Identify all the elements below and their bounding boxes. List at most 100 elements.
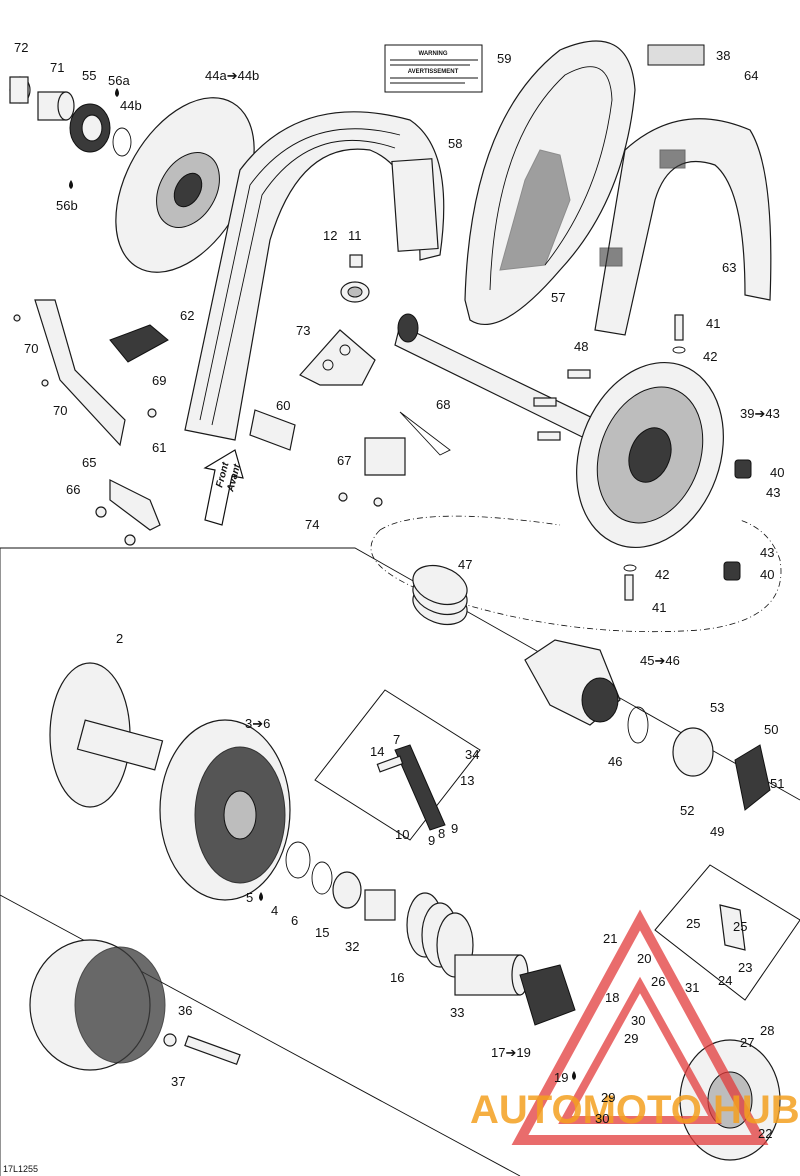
label-24: 24	[718, 973, 732, 988]
assembly-loop	[370, 519, 782, 633]
label-56a: 56a	[108, 73, 130, 88]
label-5: 5	[246, 890, 253, 905]
label-68: 68	[436, 397, 450, 412]
screw-70-icon	[13, 314, 21, 322]
cap-66-icon	[95, 506, 107, 518]
label-18: 18	[605, 990, 619, 1005]
label-57: 57	[551, 290, 565, 305]
bracket-60	[249, 409, 296, 451]
screw-70-icon	[41, 379, 49, 387]
pin-68	[399, 411, 451, 456]
label-29-bottom: 29	[601, 1090, 615, 1105]
label-15: 15	[315, 925, 329, 940]
label-58: 58	[448, 136, 462, 151]
label-70-bottom: 70	[53, 403, 67, 418]
label-73: 73	[296, 323, 310, 338]
label-49: 49	[710, 824, 724, 839]
lubricant-drop-icon	[115, 88, 119, 97]
ring-46	[627, 706, 649, 744]
link-arm-7	[376, 744, 446, 831]
label-52: 52	[680, 803, 694, 818]
label-47: 47	[458, 557, 472, 572]
lower-section-border	[0, 547, 800, 801]
label-33: 33	[450, 1005, 464, 1020]
tag-38	[647, 44, 705, 66]
roller-arm-23	[719, 904, 746, 951]
washer-53	[672, 727, 714, 777]
label-40-top: 40	[770, 465, 784, 480]
sleeve-72	[9, 76, 31, 104]
watermark-logo	[511, 909, 769, 1145]
bolt-37	[184, 1035, 241, 1066]
label-25-left: 25	[686, 916, 700, 931]
washer-42	[623, 564, 637, 572]
driven-pulley-sheave	[115, 97, 255, 273]
seal-15	[332, 871, 362, 909]
label-23: 23	[738, 960, 752, 975]
label-44b: 44b	[120, 98, 142, 113]
lubricant-drop-icon	[259, 892, 263, 901]
label-9-right: 9	[451, 821, 458, 836]
label-67: 67	[337, 453, 351, 468]
drive-sprocket-wheel	[576, 361, 724, 549]
label-25-top: 25	[733, 919, 747, 934]
label-41-bottom: 41	[652, 600, 666, 615]
label-71: 71	[50, 60, 64, 75]
label-22: 22	[758, 1126, 772, 1141]
bolt-41	[674, 314, 684, 341]
label-36: 36	[178, 1003, 192, 1018]
drive-sheave-2	[49, 662, 164, 808]
lubricant-drop-icon	[572, 1071, 576, 1080]
clamp-49	[734, 744, 771, 811]
label-32: 32	[345, 939, 359, 954]
lubricant-drop-icon	[69, 180, 73, 189]
cap-66-icon	[124, 534, 136, 546]
rivet-74-icon	[373, 497, 383, 507]
label-61: 61	[152, 440, 166, 455]
label-27: 27	[740, 1035, 754, 1050]
label-51: 51	[770, 776, 784, 791]
watermark-text: AUTOMOTO HUB	[470, 1088, 800, 1132]
label-70-top: 70	[24, 341, 38, 356]
spider-17	[519, 964, 576, 1026]
label-63: 63	[722, 260, 736, 275]
label-59: 59	[497, 51, 511, 66]
spacer-40	[723, 561, 741, 581]
label-2: 2	[116, 631, 123, 646]
label-65: 65	[82, 455, 96, 470]
clip-67	[364, 437, 406, 476]
label-38: 38	[716, 48, 730, 63]
label-41-top: 41	[706, 316, 720, 331]
label-60: 60	[276, 398, 290, 413]
label-74: 74	[305, 517, 319, 532]
label-56b: 56b	[56, 198, 78, 213]
warning-title: WARNING	[419, 51, 448, 57]
bushing-32	[364, 889, 396, 921]
bolt-48	[533, 369, 591, 441]
label-28: 28	[760, 1023, 774, 1038]
ring-6	[311, 861, 333, 895]
label-26: 26	[651, 974, 665, 989]
label-14: 14	[370, 744, 384, 759]
bracket-65	[109, 479, 161, 531]
label-72: 72	[14, 40, 28, 55]
label-10: 10	[395, 827, 409, 842]
rivet-74-icon	[338, 492, 348, 502]
label-42-top: 42	[703, 349, 717, 364]
label-11: 11	[348, 228, 362, 243]
label-21: 21	[603, 931, 617, 946]
detail-box-roller	[654, 864, 800, 1001]
circlip-44b	[112, 127, 132, 157]
label-39: 39➔43	[740, 406, 780, 421]
cam-45	[524, 639, 621, 726]
warning-title-fr: AVERTISSEMENT	[408, 69, 459, 75]
label-40-bottom: 40	[760, 567, 774, 582]
label-19: 19	[554, 1070, 568, 1085]
label-46: 46	[608, 754, 622, 769]
label-4: 4	[271, 903, 278, 918]
label-8: 8	[438, 826, 445, 841]
label-3: 3➔6	[245, 716, 270, 731]
label-69: 69	[152, 373, 166, 388]
mount-bracket-69	[34, 299, 126, 447]
label-29-top: 29	[624, 1031, 638, 1046]
